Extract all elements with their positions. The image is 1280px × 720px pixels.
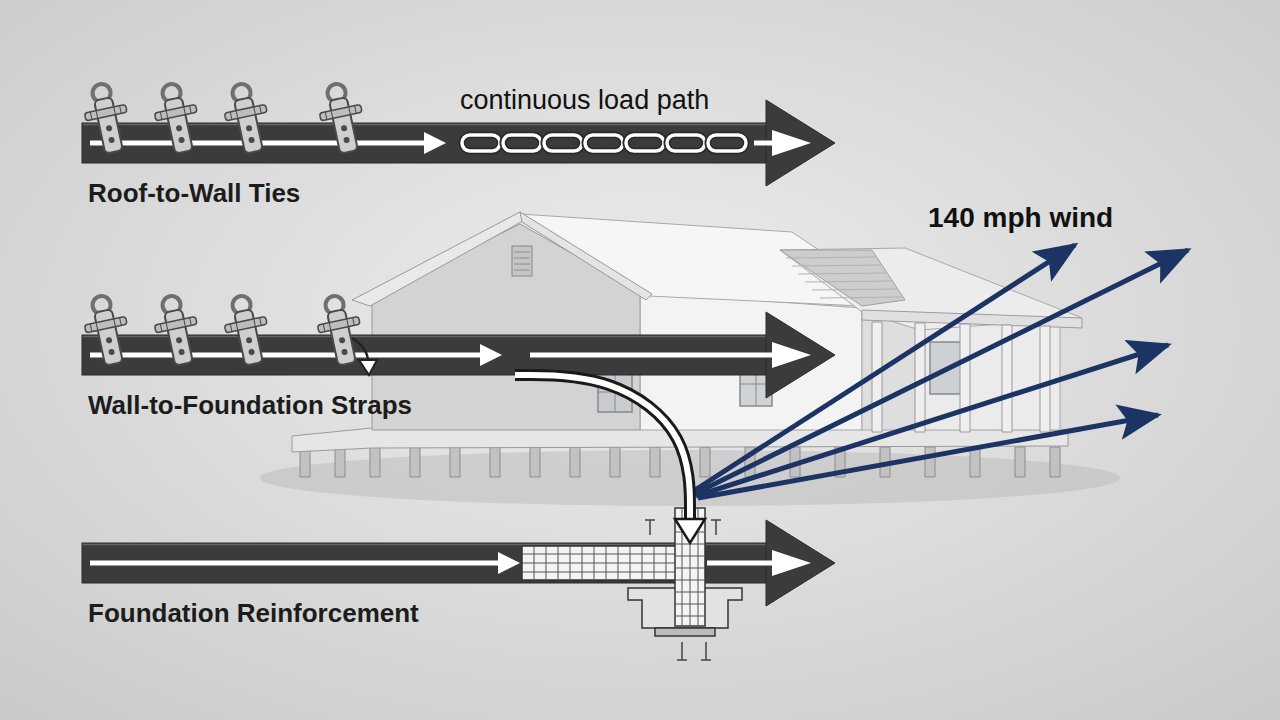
small-arrow bbox=[352, 338, 368, 362]
chain-link bbox=[503, 135, 541, 151]
band-inner-arrowhead bbox=[772, 342, 811, 368]
vent-slats bbox=[514, 252, 530, 270]
band-inner-arrowhead bbox=[772, 550, 811, 576]
chain-link bbox=[708, 135, 746, 151]
connector-line bbox=[515, 375, 690, 521]
wind-arrow bbox=[694, 250, 1188, 494]
main-roof bbox=[520, 214, 905, 308]
roof-tie-clip bbox=[219, 80, 274, 156]
porch-columns bbox=[872, 322, 1050, 432]
band-arrowhead bbox=[766, 312, 835, 398]
chain-link bbox=[462, 135, 500, 151]
band-label: Wall-to-Foundation Straps bbox=[88, 390, 608, 420]
wall-strap-clip bbox=[312, 292, 367, 368]
chain-link bbox=[667, 135, 705, 151]
band-inner-line bbox=[90, 353, 480, 358]
roof-fascia bbox=[352, 212, 528, 306]
foundation-column bbox=[675, 508, 705, 626]
band-label: Foundation Reinforcement bbox=[88, 598, 608, 628]
chain-link bbox=[544, 135, 582, 151]
wall-strap-clip bbox=[219, 292, 274, 368]
shingle-lines bbox=[786, 257, 902, 298]
porch-back-wall bbox=[922, 322, 1060, 430]
band-inner-line bbox=[707, 561, 776, 566]
band-inner-arrowhead bbox=[498, 552, 520, 574]
rebar-grid bbox=[522, 546, 690, 580]
column-rebar bbox=[675, 508, 705, 626]
band-highlight bbox=[83, 544, 770, 546]
band-bar bbox=[82, 543, 772, 583]
band-inner-arrowhead bbox=[772, 130, 811, 156]
band-inner-line bbox=[530, 353, 776, 358]
wind-arrow bbox=[696, 345, 1168, 496]
load-path-band: Wall-to-Foundation Straps bbox=[82, 335, 837, 375]
rebar-bars bbox=[522, 546, 690, 580]
band-inner-line bbox=[90, 561, 498, 566]
load-transfer-arrow bbox=[515, 375, 705, 543]
small-arrowhead bbox=[359, 360, 377, 375]
wind-arrow bbox=[692, 245, 1075, 492]
wall-strap-clip bbox=[79, 292, 134, 368]
band-inner-arrowhead bbox=[424, 132, 446, 154]
load-path-caption: continuous load path bbox=[460, 84, 820, 116]
roof-fascia bbox=[520, 212, 652, 300]
anchor-pins bbox=[645, 520, 721, 660]
roof-shingles bbox=[780, 250, 905, 306]
wall-strap-clip bbox=[149, 292, 204, 368]
band-arrowhead bbox=[766, 100, 835, 186]
load-path-band: Foundation Reinforcement bbox=[82, 543, 837, 583]
connector-arrowhead bbox=[675, 519, 705, 543]
band-label: Roof-to-Wall Ties bbox=[88, 178, 608, 208]
connector-outline bbox=[515, 375, 690, 521]
porch-roof bbox=[780, 248, 1082, 330]
band-arrowhead bbox=[766, 520, 835, 606]
chain-link bbox=[626, 135, 664, 151]
roof-tie-clip bbox=[314, 80, 369, 156]
footing-base bbox=[655, 628, 715, 636]
wind-arrow bbox=[698, 415, 1158, 498]
gable-vent bbox=[512, 246, 532, 276]
roof-tie-clip bbox=[79, 80, 134, 156]
chain-link bbox=[585, 135, 623, 151]
roof-tie-clip bbox=[149, 80, 204, 156]
band-inner-arrowhead bbox=[480, 344, 502, 366]
wind-speed-label: 140 mph wind bbox=[928, 202, 1280, 234]
